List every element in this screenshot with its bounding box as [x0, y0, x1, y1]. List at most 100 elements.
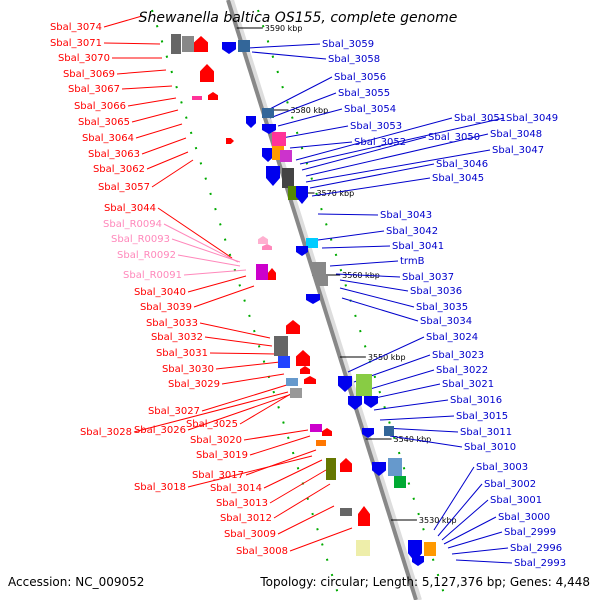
gene-label-left[interactable]: Sbal_3012 — [220, 513, 272, 524]
gene-label-right[interactable]: Sbal_3054 — [344, 104, 396, 115]
gene-block — [326, 458, 336, 480]
gene-label-left[interactable]: Sbal_R0092 — [117, 250, 176, 261]
gene-label-right[interactable]: Sbal_3045 — [432, 173, 484, 184]
gene-label-right[interactable]: Sbal_3055 — [338, 88, 390, 99]
gene-label-right[interactable]: Sbal_3016 — [450, 395, 502, 406]
gene-label-left[interactable]: Sbal_3031 — [156, 348, 208, 359]
gene-label-left[interactable]: Sbal_3026 — [134, 425, 186, 436]
gene-label-right[interactable]: Sbal_3010 — [464, 442, 516, 453]
gene-label-left[interactable]: Sbal_3074 — [50, 22, 102, 33]
leader-line — [163, 223, 239, 263]
gene-label-left[interactable]: Sbal_3027 — [148, 406, 200, 417]
gene-label-right[interactable]: Sbal_3037 — [402, 272, 454, 283]
gene-label-left[interactable]: Sbal_R0093 — [111, 234, 170, 245]
gene-label-right[interactable]: Sbal_3000 — [498, 512, 550, 523]
leader-line — [341, 297, 419, 322]
gene-label-left[interactable]: Sbal_3019 — [196, 450, 248, 461]
gene-label-left[interactable]: Sbal_3070 — [58, 53, 110, 64]
gene-block — [356, 540, 370, 556]
gene-label-right[interactable]: Sbal_3034 — [420, 316, 472, 327]
gene-label-left[interactable]: Sbal_3028 — [80, 427, 132, 438]
gene-label-left[interactable]: Sbal_R0094 — [103, 219, 162, 230]
gene-label-right[interactable]: Sbal_3015 — [456, 411, 508, 422]
gene-arrow — [222, 42, 236, 54]
gene-label-left[interactable]: Sbal_3029 — [168, 379, 220, 390]
gene-label-left[interactable]: Sbal_3062 — [93, 164, 145, 175]
gene-label-right[interactable]: Sbal_3052 — [354, 137, 406, 148]
gene-label-left[interactable]: Sbal_3065 — [78, 117, 130, 128]
map-title: Shewanella baltica OS155, complete genom… — [139, 10, 458, 26]
leader-line — [305, 133, 489, 177]
gene-label-left[interactable]: Sbal_3017 — [192, 470, 244, 481]
gene-label-left[interactable]: Sbal_3057 — [98, 182, 150, 193]
gene-label-right[interactable]: Sbal_3022 — [436, 365, 488, 376]
gene-arrow — [246, 116, 256, 128]
gene-label-right[interactable]: Sbal_3035 — [416, 302, 468, 313]
leader-line — [249, 435, 311, 456]
gene-label-left[interactable]: Sbal_3033 — [146, 318, 198, 329]
gene-label-left[interactable]: Sbal_3032 — [151, 332, 203, 343]
leader-line — [373, 399, 449, 411]
gene-label-right[interactable]: Sbal_3049 — [506, 113, 558, 124]
leader-line — [339, 279, 409, 292]
gene-label-right[interactable]: Sbal_2993 — [514, 558, 566, 569]
leader-line — [451, 547, 509, 555]
gene-label-right[interactable]: Sbal_3059 — [322, 39, 374, 50]
leader-line — [335, 273, 401, 278]
gene-label-right[interactable]: Sbal_3021 — [442, 379, 494, 390]
gene-label-right[interactable]: Sbal_2999 — [504, 527, 556, 538]
gene-label-right[interactable]: Sbal_3036 — [410, 286, 462, 297]
gene-label-left[interactable]: Sbal_R0091 — [123, 270, 182, 281]
gene-label-right[interactable]: Sbal_3001 — [490, 495, 542, 506]
gene-label-right[interactable]: Sbal_3050 — [428, 132, 480, 143]
gene-label-right[interactable]: Sbal_3047 — [492, 145, 544, 156]
gene-label-right[interactable]: Sbal_3041 — [392, 241, 444, 252]
leader-line — [135, 123, 183, 139]
leader-line — [121, 85, 173, 90]
gene-label-left[interactable]: Sbal_3067 — [68, 84, 120, 95]
gene-label-right[interactable]: Sbal_3053 — [350, 121, 402, 132]
gene-arrow — [362, 428, 374, 438]
kbp-label: 3530 kbp — [419, 516, 457, 525]
gene-label-right[interactable]: Sbal_3048 — [490, 129, 542, 140]
gene-label-right[interactable]: Sbal_3043 — [380, 210, 432, 221]
gene-label-right[interactable]: Sbal_3058 — [328, 54, 380, 65]
gene-label-right[interactable]: Sbal_3002 — [484, 479, 536, 490]
gene-label-left[interactable]: Sbal_3064 — [82, 133, 134, 144]
gene-label-left[interactable]: Sbal_3020 — [190, 435, 242, 446]
gene-label-left[interactable]: Sbal_3040 — [134, 287, 186, 298]
gene-label-left[interactable]: Sbal_3013 — [216, 498, 268, 509]
gene-label-right[interactable]: Sbal_3023 — [432, 350, 484, 361]
gene-label-left[interactable]: Sbal_3063 — [88, 149, 140, 160]
gene-label-right[interactable]: Sbal_3011 — [460, 427, 512, 438]
leader-line — [103, 15, 143, 28]
gene-label-left[interactable]: Sbal_3008 — [236, 546, 288, 557]
gene-label-right[interactable]: Sbal_3056 — [334, 72, 386, 83]
gene-label-left[interactable]: Sbal_3018 — [134, 482, 186, 493]
gene-label-right[interactable]: Sbal_3046 — [436, 159, 488, 170]
gene-label-right[interactable]: Sbal_3024 — [426, 332, 478, 343]
leader-line — [447, 531, 503, 549]
gene-label-right[interactable]: Sbal_3051 — [454, 113, 506, 124]
gene-label-left[interactable]: Sbal_3009 — [224, 529, 276, 540]
gene-label-right[interactable]: Sbal_3003 — [476, 462, 528, 473]
gene-label-left[interactable]: Sbal_3025 — [186, 419, 238, 430]
leader-line — [443, 516, 497, 545]
gene-arrow — [340, 458, 352, 472]
gene-label-left[interactable]: Sbal_3030 — [162, 364, 214, 375]
gene-label-right[interactable]: Sbal_3042 — [386, 226, 438, 237]
gene-block — [272, 132, 286, 146]
gene-label-left[interactable]: Sbal_3044 — [104, 203, 156, 214]
gene-label-left[interactable]: Sbal_3039 — [140, 302, 192, 313]
gene-arrow — [262, 148, 274, 162]
leader-line — [311, 177, 431, 197]
gene-label-left[interactable]: Sbal_3014 — [210, 483, 262, 494]
gene-block — [306, 238, 318, 248]
gene-label-right[interactable]: trmB — [400, 256, 425, 267]
gene-label-left[interactable]: Sbal_3069 — [63, 69, 115, 80]
gene-block — [182, 36, 194, 52]
gene-label-left[interactable]: Sbal_3071 — [50, 38, 102, 49]
gene-label-right[interactable]: Sbal_2996 — [510, 543, 562, 554]
gene-label-left[interactable]: Sbal_3066 — [74, 101, 126, 112]
